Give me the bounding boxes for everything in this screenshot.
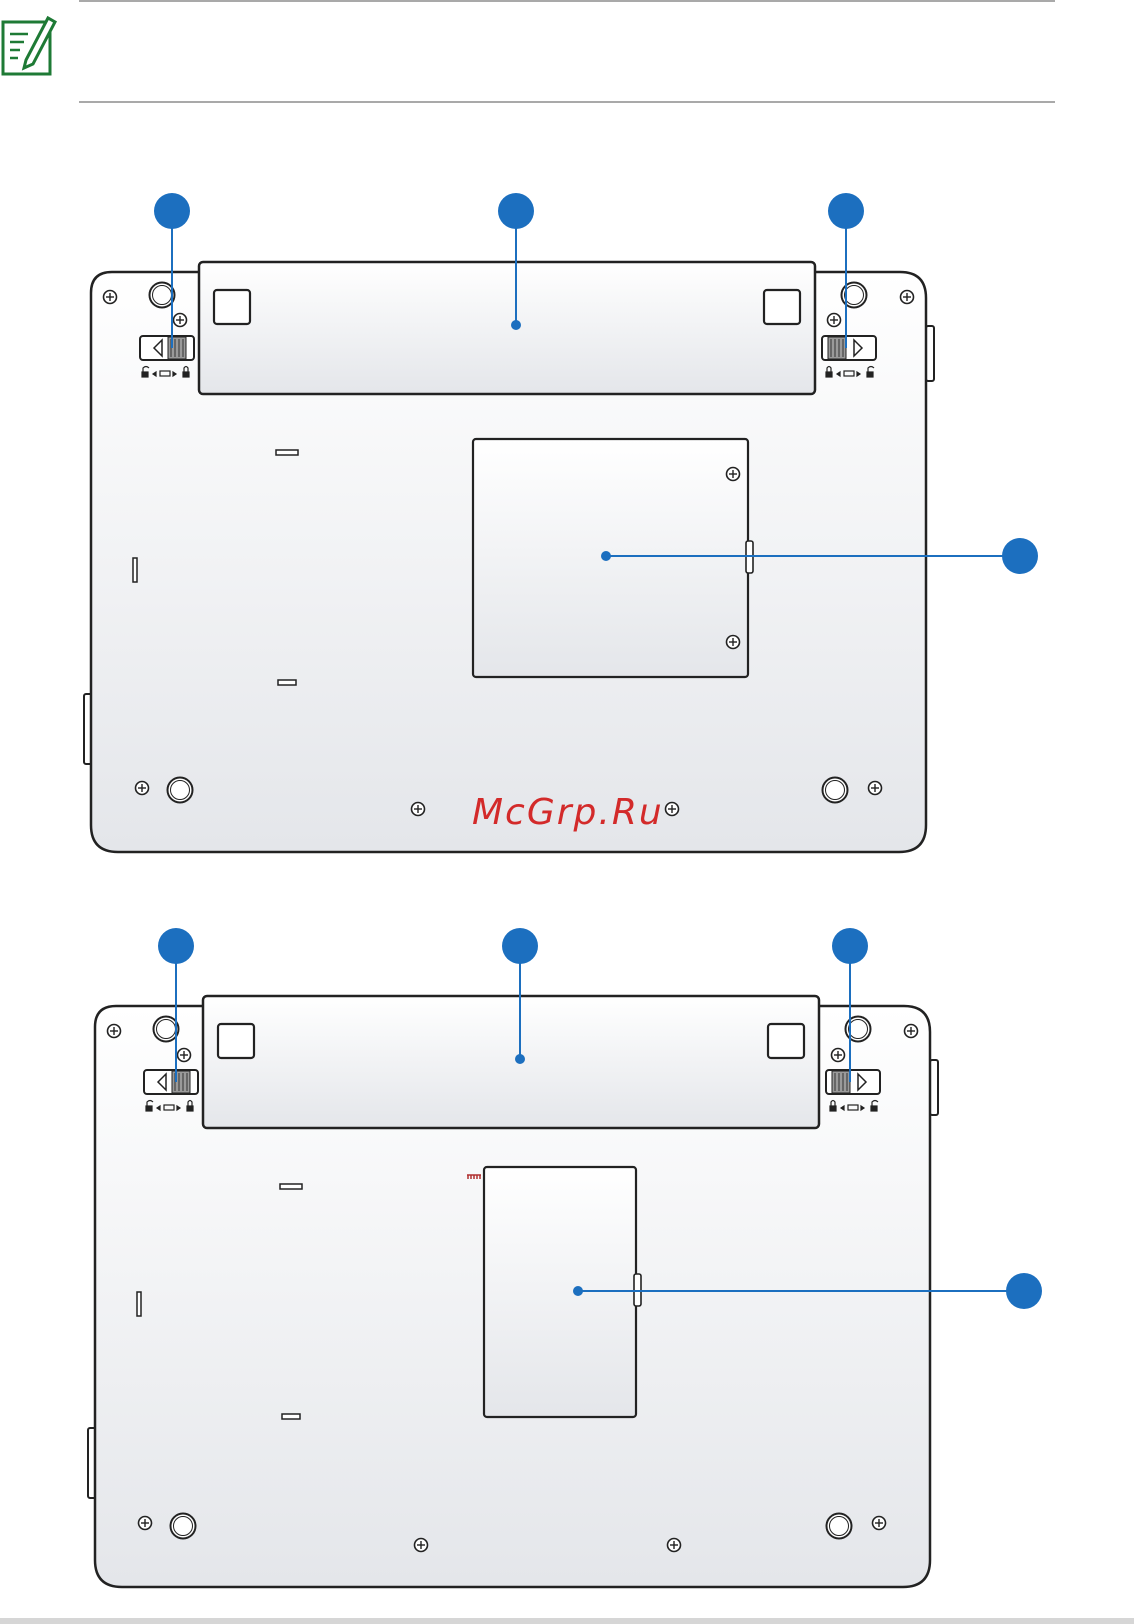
battery-latch-hole-right	[768, 1024, 804, 1058]
battery-latch-hole-left	[218, 1024, 254, 1058]
screw	[727, 468, 740, 481]
screw	[412, 803, 425, 816]
rubber-foot	[150, 283, 175, 308]
battery-lock-left[interactable]	[140, 336, 194, 360]
screw	[136, 782, 149, 795]
callout-marker	[498, 193, 534, 229]
callout-marker	[1006, 1273, 1042, 1309]
screw	[832, 1049, 845, 1062]
battery-pack	[203, 996, 819, 1128]
screw	[727, 636, 740, 649]
screw	[178, 1049, 191, 1062]
callout-marker	[154, 193, 190, 229]
rubber-foot	[168, 778, 193, 803]
battery-lock-right[interactable]	[826, 1070, 880, 1094]
vent-slot	[137, 1292, 141, 1316]
battery-lock-right[interactable]	[822, 336, 876, 360]
screw	[415, 1539, 428, 1552]
battery-latch-hole-right	[764, 290, 800, 324]
screw	[139, 1517, 152, 1530]
rubber-foot	[827, 1514, 852, 1539]
rubber-foot	[154, 1017, 179, 1042]
vent-slot	[133, 558, 137, 582]
rubber-foot	[171, 1514, 196, 1539]
note-pencil-icon	[3, 18, 55, 74]
callout-marker	[502, 928, 538, 964]
battery-lock-left[interactable]	[144, 1070, 198, 1094]
rubber-foot	[823, 778, 848, 803]
vent-slot	[280, 1184, 302, 1189]
vent-slot	[282, 1414, 300, 1419]
callout-marker	[1002, 538, 1038, 574]
battery-latch-hole-left	[214, 290, 250, 324]
screw	[104, 291, 117, 304]
screw	[873, 1517, 886, 1530]
screw	[869, 782, 882, 795]
callout-marker	[832, 928, 868, 964]
vent-slot	[276, 450, 298, 455]
page-footer-bar	[0, 1618, 1134, 1624]
screw	[668, 1539, 681, 1552]
battery-pack	[199, 262, 815, 394]
screw	[905, 1025, 918, 1038]
callout-marker	[828, 193, 864, 229]
callout-marker	[158, 928, 194, 964]
screw	[174, 314, 187, 327]
screw	[828, 314, 841, 327]
screw	[666, 803, 679, 816]
watermark-text: McGrp.Ru	[472, 792, 664, 833]
screw	[108, 1025, 121, 1038]
screw	[901, 291, 914, 304]
vent-slot	[278, 680, 296, 685]
